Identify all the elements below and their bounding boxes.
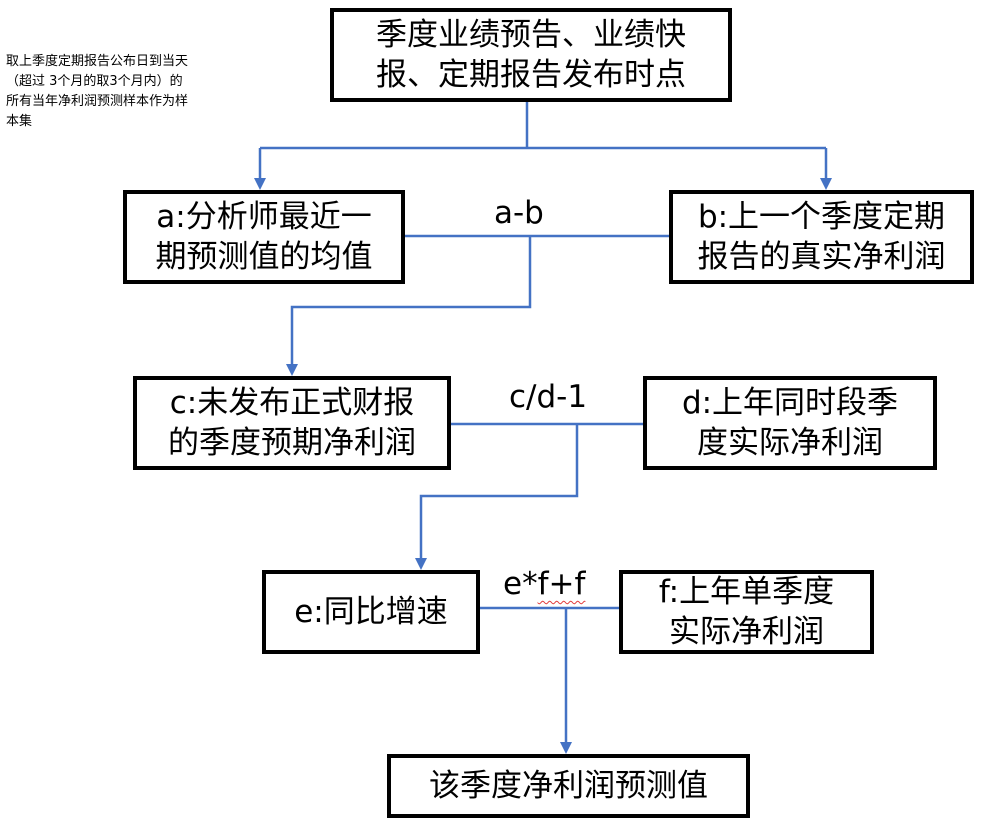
sample-set-note: 取上季度定期报告公布日到当天 （超过 3个月的取3个月内）的 所有当年净利润预测… bbox=[6, 54, 189, 129]
node-b-last-quarter-actual: b:上一个季度定期 报告的真实净利润 bbox=[669, 190, 974, 284]
node-c-expected-profit: c:未发布正式财报 的季度预期净利润 bbox=[133, 376, 451, 470]
operation-ef-prefix: e* bbox=[503, 566, 538, 602]
node-e-yoy-growth: e:同比增速 bbox=[262, 570, 480, 654]
node-d-last-year-period: d:上年同时段季 度实际净利润 bbox=[643, 376, 937, 470]
connector-cd-down bbox=[419, 424, 579, 560]
node-a-analyst-mean: a:分析师最近一 期预测值的均值 bbox=[123, 190, 405, 284]
arrow-to-result bbox=[560, 742, 572, 754]
arrow-to-a bbox=[254, 178, 266, 190]
arrow-to-e bbox=[415, 558, 427, 570]
connector-ab-down bbox=[290, 236, 532, 366]
node-result-forecast: 该季度净利润预测值 bbox=[387, 754, 750, 818]
operation-e-times-f-plus-f: e*f+f bbox=[503, 567, 585, 601]
operation-ef-underlined: f+f bbox=[537, 566, 586, 602]
arrow-to-c bbox=[286, 364, 298, 376]
operation-a-minus-b: a-b bbox=[494, 195, 544, 231]
node-release-time: 季度业绩预告、业绩快 报、定期报告发布时点 bbox=[330, 8, 732, 102]
arrow-to-b bbox=[820, 178, 832, 190]
node-f-last-year-quarter: f:上年单季度 实际净利润 bbox=[619, 570, 874, 654]
operation-c-over-d-minus-1: c/d-1 bbox=[509, 379, 588, 415]
